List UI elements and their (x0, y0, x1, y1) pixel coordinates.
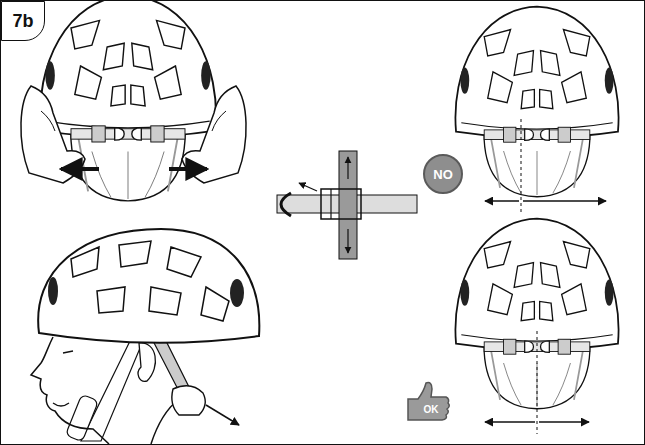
drawing-line (347, 229, 348, 253)
drawing-ellipse (230, 279, 244, 307)
badge-text: NO (433, 167, 453, 182)
drawing-path (172, 386, 205, 415)
thumb-shape (408, 383, 449, 420)
strap-buckle-detail (277, 151, 417, 259)
helmet-side-view (31, 229, 259, 444)
drawing-rect (65, 394, 98, 442)
drawing-line (537, 331, 538, 434)
thumb-outline (404, 381, 452, 421)
drawing-line (485, 200, 519, 202)
drawing-line (299, 183, 317, 191)
drawing-path (71, 241, 229, 321)
helmet-back-hands (21, 1, 246, 201)
drawing-rect (339, 151, 357, 259)
drawing-line (523, 200, 606, 202)
drawing-rect (321, 189, 361, 219)
badge-text: 7b (12, 11, 33, 32)
drawing-line (61, 167, 99, 171)
helmet-back-correct (455, 219, 618, 434)
drawing-line (169, 167, 207, 171)
drawing-use (455, 7, 618, 197)
drawing-line (206, 405, 239, 425)
drawing-ellipse (48, 277, 58, 305)
drawing-line (485, 421, 535, 423)
badge-text: OK (424, 404, 439, 415)
figure-number-box: 7b (1, 1, 45, 41)
drawing-path (81, 339, 143, 441)
no-badge: NO (423, 154, 463, 194)
drawing-path (138, 343, 155, 381)
helmet-back-wrong (455, 7, 618, 213)
drawing-path (31, 337, 109, 444)
drawing-path (53, 351, 73, 406)
ok-thumb-badge: OK (404, 381, 452, 421)
drawing-path (38, 229, 259, 343)
drawing-path (281, 193, 291, 216)
drawing-path (41, 111, 226, 131)
drawing-use (40, 1, 216, 201)
drawing-line (521, 119, 522, 213)
drawing-line (330, 189, 331, 219)
drawing-line (347, 157, 348, 179)
drawing-line (539, 421, 589, 423)
